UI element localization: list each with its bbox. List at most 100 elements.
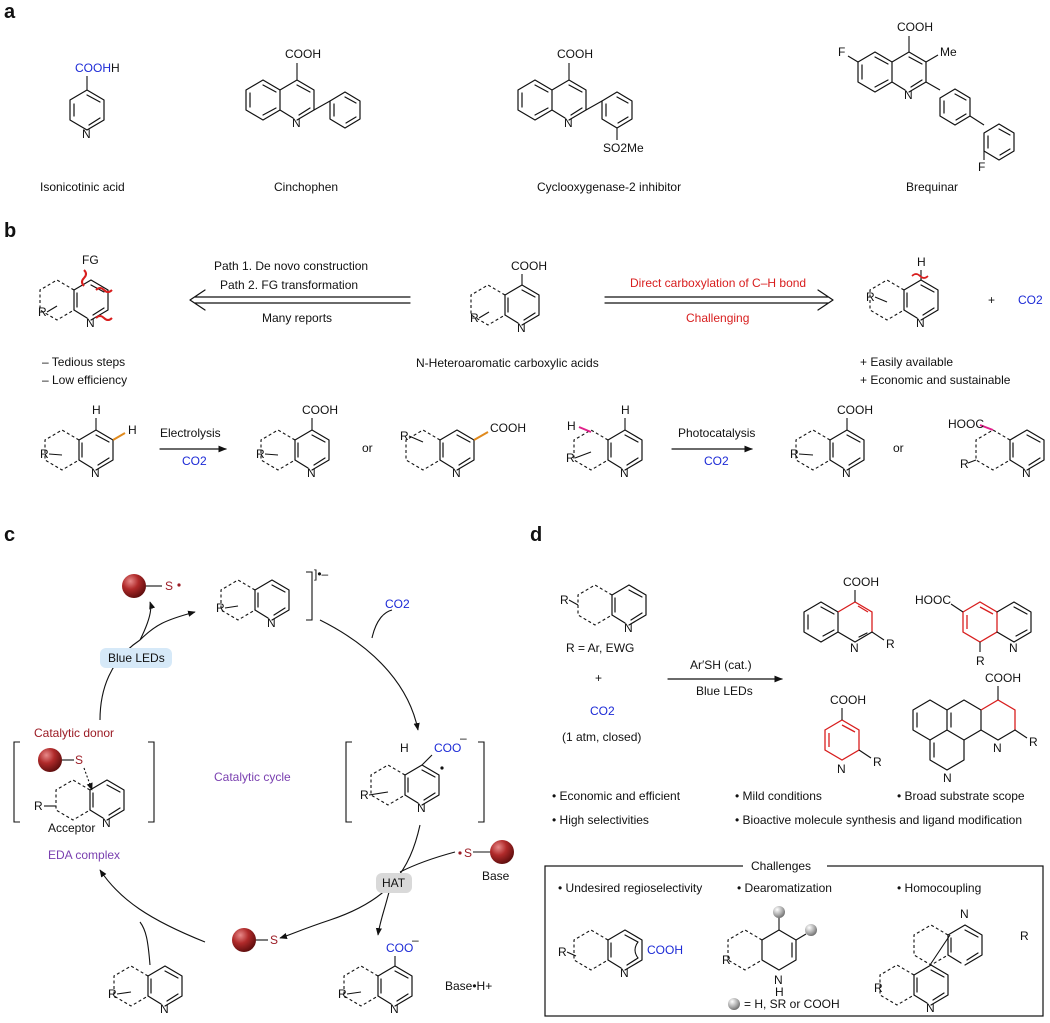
r-label: R: [886, 637, 895, 651]
center-caption: N-Heteroaromatic carboxylic acids: [416, 356, 599, 370]
hooc-label: HOOC: [915, 593, 951, 607]
pressure-label: (1 atm, closed): [562, 730, 641, 744]
or-label-2: or: [893, 441, 904, 455]
cooh-label: COOH: [511, 259, 547, 273]
r-label: R: [360, 788, 369, 802]
base-label: Base: [482, 869, 510, 883]
n-atom: N: [904, 88, 913, 102]
n-atom: N: [1009, 641, 1018, 655]
structure-carboxylate-product: R COO – N: [338, 933, 419, 1016]
pro-economic: + Economic and sustainable: [860, 373, 1011, 387]
r-label: R: [866, 290, 875, 304]
structure-heteroaromatic-acid: R COOH N: [470, 259, 547, 335]
svg-text:–: –: [412, 933, 419, 947]
structure-d-product-phenanthroline: COOH R N N: [912, 671, 1038, 785]
co2-label: CO2: [704, 454, 729, 468]
n-atom-2: N: [943, 771, 952, 785]
r-label: R: [560, 593, 569, 607]
structure-d-product-pyridine: COOH R N: [824, 693, 882, 776]
or-label: or: [362, 441, 373, 455]
h-label-2: H: [128, 423, 137, 437]
structure-cinchophen: COOH N: [245, 47, 361, 130]
co2-label: CO2: [590, 704, 615, 718]
plus-sign: +: [595, 671, 602, 685]
hat-badge: [376, 873, 412, 893]
pro-available: + Easily available: [860, 355, 953, 369]
panel-label-a: a: [4, 1, 16, 23]
feature-bioactive: • Bioactive molecule synthesis and ligan…: [735, 813, 1022, 827]
structure-homocoupled: N R R N: [874, 907, 1029, 1015]
r-label: R: [566, 451, 575, 465]
blue-leds-badge: [100, 648, 172, 668]
thiolate-ball: [38, 748, 62, 772]
structure-photo-product-8: HOOC R N: [948, 417, 1045, 480]
structure-d-substrate: R N: [560, 584, 647, 635]
cooh-label: COOH: [75, 61, 111, 75]
feature-mild: • Mild conditions: [735, 789, 822, 803]
cooh-label: COOH: [830, 693, 866, 707]
path1-label: Path 1. De novo construction: [214, 259, 368, 273]
acceptor-label: Acceptor: [48, 821, 95, 835]
challenge-homocoupling: • Homocoupling: [897, 881, 981, 895]
h-label-2: H: [621, 403, 630, 417]
r-label: R: [216, 601, 225, 615]
structure-radical-anion: R ]•– N: [216, 567, 329, 630]
r-label-2: R: [1020, 929, 1029, 943]
structure-d-product-6-cooh: HOOC R N: [915, 593, 1032, 668]
me-label: Me: [940, 45, 957, 59]
structure-carboxylated-radical: R H COO – N: [345, 731, 485, 823]
blue-leds-label: Blue LEDs: [108, 651, 165, 665]
r-label: R: [1029, 735, 1038, 749]
thiolate-s-label-2: S: [270, 933, 278, 947]
structure-cox2-inhibitor: COOH N SO2Me: [517, 47, 644, 155]
f-label-2: F: [978, 160, 985, 174]
r-label: R: [960, 457, 969, 471]
n-atom: N: [267, 616, 276, 630]
legend-label: = H, SR or COOH: [744, 997, 840, 1011]
h-label: H: [567, 419, 576, 433]
n-atom: N: [993, 741, 1002, 755]
eda-complex-label: EDA complex: [48, 848, 120, 862]
feature-scope: • Broad substrate scope: [897, 789, 1025, 803]
n-atom: N: [82, 127, 91, 141]
n-atom-top: N: [960, 907, 969, 921]
cooh-label: COOH: [837, 403, 873, 417]
n-atom: N: [842, 466, 851, 480]
s-radical-label: S: [165, 579, 173, 593]
r-label: R: [790, 447, 799, 461]
h-label: H: [400, 741, 409, 755]
n-atom-bottom: N: [926, 1001, 935, 1015]
compound-name-cox2: Cyclooxygenase-2 inhibitor: [537, 180, 681, 194]
n-atom: N: [452, 466, 461, 480]
many-reports-label: Many reports: [262, 311, 332, 325]
r-label: R: [400, 429, 409, 443]
structure-photo-product-4: R COOH N: [790, 403, 873, 480]
hat-label: HAT: [382, 876, 406, 890]
catalytic-donor-label: Catalytic donor: [34, 726, 114, 740]
challenges-title: Challenges: [751, 859, 811, 873]
compound-name-cinchophen: Cinchophen: [274, 180, 338, 194]
r-label: R: [470, 311, 479, 325]
structure-dearomatized: R N H: [722, 906, 817, 999]
r-label: R: [40, 447, 49, 461]
svg-text:–: –: [460, 731, 467, 745]
structure-electro-substrate: R H H N: [40, 403, 137, 480]
f-label: F: [838, 45, 845, 59]
structure-brequinar: COOH N Me F F: [838, 20, 1015, 174]
nh-h-label: H: [775, 985, 784, 999]
cooh-label: COOH: [647, 943, 683, 957]
path2-label: Path 2. FG transformation: [220, 278, 358, 292]
r-label: R: [722, 953, 731, 967]
challenging-label: Challenging: [686, 311, 749, 325]
structure-d-product-quinoline: COOH R N: [803, 575, 895, 655]
arrow-right-double: [604, 289, 834, 311]
r-label: R: [108, 987, 117, 1001]
structure-electro-product-3: R COOH N: [400, 421, 526, 480]
arrow-left-double: [189, 289, 411, 311]
h-label: H: [92, 403, 101, 417]
structure-photo-substrate: R H H N: [566, 403, 643, 480]
thiol-catalyst-ball: [122, 574, 146, 598]
radical-anion-label: ]•–: [314, 567, 329, 581]
n-atom: N: [624, 621, 633, 635]
